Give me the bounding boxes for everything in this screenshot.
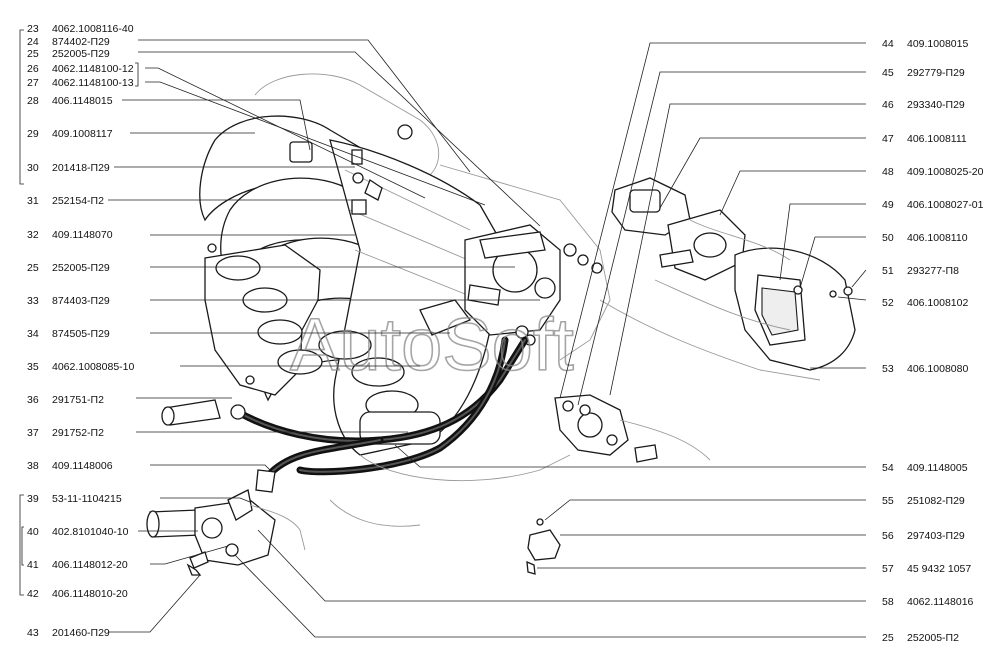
callout-number: 48 (882, 166, 894, 178)
exhaust-manifold (599, 177, 856, 381)
callout-number: 52 (882, 297, 894, 309)
callout-part: 201418-П29 (52, 162, 110, 174)
callout-number: 57 (882, 563, 894, 575)
watermark: AutoSoft (290, 303, 574, 386)
callout-part: 406.1008110 (907, 232, 968, 244)
callout-part: 4062.1008116-40 (52, 23, 134, 35)
callout-part: 293340-П29 (907, 99, 965, 111)
callout-part: 402.8101040-10 (52, 526, 129, 538)
callout-number: 46 (882, 99, 894, 111)
callouts-right: 44 409.1008015 45 292779-П29 46 293340-П… (882, 38, 984, 644)
callout-number: 44 (882, 38, 894, 50)
callout-number: 43 (27, 627, 39, 639)
callout-number: 42 (27, 588, 39, 600)
callout-part: 4062.1008085-10 (52, 361, 134, 373)
leader-lines-left (108, 39, 541, 633)
callout-number: 38 (27, 460, 39, 472)
callout-part: 252154-П2 (52, 195, 104, 207)
callout-number: 27 (27, 77, 39, 89)
callout-part: 406.1008027-01 (907, 199, 984, 211)
callout-part: 4062.1148100-12 (52, 63, 134, 75)
exhaust-flange (329, 394, 711, 575)
callout-number: 41 (27, 559, 39, 571)
callout-part: 406.1148012-20 (52, 559, 128, 571)
callout-number: 23 (27, 23, 39, 35)
intake-manifold (199, 73, 501, 456)
callout-part: 53-11-1104215 (52, 493, 122, 505)
callout-part: 874505-П29 (52, 328, 110, 340)
callout-number: 25 (27, 48, 39, 60)
leader-lines-right (234, 42, 867, 638)
callout-number: 31 (27, 195, 39, 207)
callout-part: 4062.1148100-13 (52, 77, 134, 89)
callout-number: 58 (882, 596, 894, 608)
callout-number: 56 (882, 530, 894, 542)
callout-number: 53 (882, 363, 894, 375)
callout-number: 26 (27, 63, 39, 75)
callout-part: 874402-П29 (52, 36, 110, 48)
callout-part: 251082-П29 (907, 495, 965, 507)
lower-runners (318, 330, 441, 445)
callout-number: 24 (27, 36, 39, 48)
callout-part: 292779-П29 (907, 67, 965, 79)
callout-number: 51 (882, 265, 894, 277)
callout-number: 25 (27, 262, 39, 274)
callout-part: 409.1148070 (52, 229, 113, 241)
callout-number: 36 (27, 394, 39, 406)
callout-number: 50 (882, 232, 894, 244)
callout-part: 201460-П29 (52, 627, 110, 639)
callout-number: 28 (27, 95, 39, 107)
callout-number: 32 (27, 229, 39, 241)
callout-number: 39 (27, 493, 39, 505)
callout-number: 29 (27, 128, 39, 140)
callout-part: 409.1008025-20 (907, 166, 984, 178)
thermostat-housing (146, 489, 306, 576)
callout-part: 406.1008111 (907, 133, 967, 145)
callout-number: 45 (882, 67, 894, 79)
callout-number: 37 (27, 427, 39, 439)
coolant-hoses (161, 336, 529, 493)
callouts-left: 23 4062.1008116-40 24 874402-П29 25 2520… (27, 23, 134, 639)
callout-part: 406.1008102 (907, 297, 968, 309)
callout-number: 34 (27, 328, 39, 340)
callout-number: 35 (27, 361, 39, 373)
callout-part: 409.1008117 (52, 128, 113, 140)
callout-part: 297403-П29 (907, 530, 965, 542)
callout-part: 252005-П29 (52, 48, 110, 60)
callout-part: 406.1148010-20 (52, 588, 128, 600)
callout-brackets (19, 29, 139, 596)
callout-part: 45 9432 1057 (907, 563, 971, 575)
callout-number: 47 (882, 133, 894, 145)
callout-number: 49 (882, 199, 894, 211)
callout-part: 293277-П8 (907, 265, 959, 277)
callout-part: 291752-П2 (52, 427, 104, 439)
callout-part: 252005-П29 (52, 262, 110, 274)
callout-number: 55 (882, 495, 894, 507)
callout-number: 30 (27, 162, 39, 174)
callout-part: 252005-П2 (907, 632, 959, 644)
callout-part: 409.1148006 (52, 460, 113, 472)
throttle-assembly (419, 164, 611, 361)
callout-part: 406.1008080 (907, 363, 968, 375)
callout-part: 291751-П2 (52, 394, 104, 406)
callout-number: 40 (27, 526, 39, 538)
callout-part: 409.1148005 (907, 462, 968, 474)
callout-number: 25 (882, 632, 894, 644)
callout-number: 33 (27, 295, 39, 307)
callout-part: 874403-П29 (52, 295, 110, 307)
callout-part: 406.1148015 (52, 95, 113, 107)
callout-number: 54 (882, 462, 894, 474)
callout-part: 4062.1148016 (907, 596, 974, 608)
callout-part: 409.1008015 (907, 38, 968, 50)
